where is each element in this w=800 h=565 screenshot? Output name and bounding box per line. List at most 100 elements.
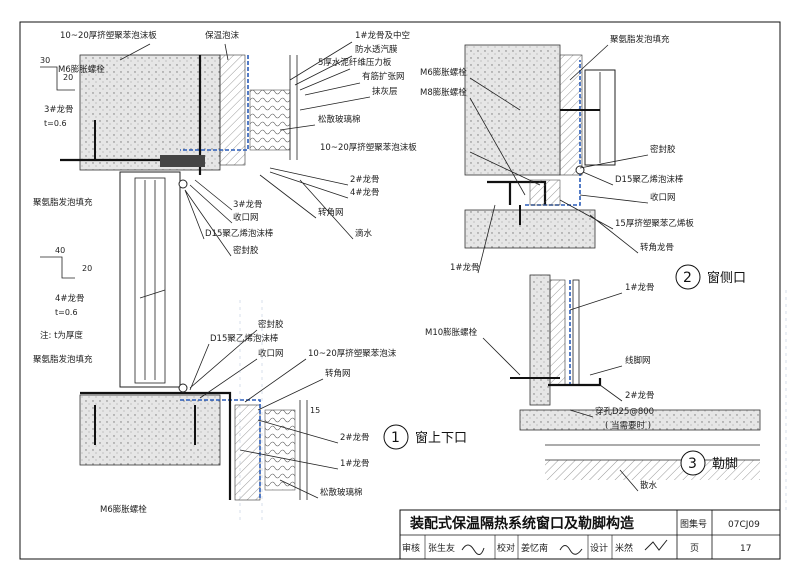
d1-rib-mesh: 有筋扩张网 — [362, 71, 405, 82]
keel-profile-sketches: 30 20 3#龙骨 t=0.6 40 20 4#龙骨 t=0.6 注: t为厚… — [33, 56, 147, 515]
d1-insul-foam: 保温泡沫 — [205, 30, 240, 41]
m6-bolt-label-a: M6膨胀螺栓 — [58, 64, 105, 75]
page-number: 17 — [740, 544, 751, 554]
keel3-label: 3#龙骨 — [44, 104, 74, 115]
d2-pe-rod-label: D15聚乙烯泡沫棒 — [615, 174, 684, 185]
d2-xps15: 15厚挤塑聚苯乙烯板 — [615, 218, 694, 229]
d1-glass-wool-b: 松散玻璃棉 — [320, 487, 363, 498]
d1-pe-rod: D15聚乙烯泡沫棒 — [205, 228, 274, 239]
d2-insulation — [559, 54, 583, 176]
d2-xps: 10~20厚挤塑聚苯泡沫板 — [320, 142, 417, 153]
d3-apron-label: 散水 — [640, 480, 658, 491]
d1-upper-wall — [79, 54, 221, 171]
designer-name: 米然 — [615, 542, 633, 554]
d3-board — [572, 279, 580, 386]
d3-m10: M10膨胀螺栓 — [425, 327, 478, 338]
atlas-number: 07CJ09 — [728, 520, 760, 530]
d1-pe-rod-bottom — [178, 383, 188, 393]
detail-3-plinth: 1#龙骨 M10膨胀螺栓 线脚网 2#龙骨 穿孔D25@800 ( 当需要时 )… — [425, 274, 761, 492]
keel4-dim-b: 20 — [82, 264, 92, 273]
d2-m6: M6膨胀螺栓 — [420, 67, 467, 78]
d1-lower-board — [299, 400, 308, 500]
d1-corner-net-b: 转角网 — [325, 368, 351, 379]
d2-wall — [464, 44, 561, 176]
d2-pu-fill: 聚氨脂发泡填充 — [610, 34, 670, 45]
d2-sealant: 密封胶 — [650, 144, 676, 155]
d3-ground — [545, 460, 760, 480]
callout-3-circle — [680, 450, 706, 476]
pu-fill-label-a: 聚氨脂发泡填充 — [33, 197, 93, 208]
keel3-thickness: t=0.6 — [44, 119, 67, 128]
detail-2-window-jamb: 聚氨脂发泡填充 M6膨胀螺栓 M8膨胀螺栓 密封胶 10~20厚挤塑聚苯泡沫板 … — [320, 34, 694, 274]
callout-2: 2 窗侧口 — [675, 264, 746, 290]
d1-lower-keel — [80, 391, 232, 500]
d2-finish-net: 收口网 — [650, 192, 676, 203]
d1-pe-rod-top — [178, 179, 188, 189]
d1-lower-insulation — [234, 404, 261, 501]
d1-plaster: 抹灰层 — [372, 86, 398, 97]
page-label: 页 — [690, 543, 699, 554]
m6-bolt-label-b: M6膨胀螺栓 — [100, 504, 147, 515]
d1-dim-mark: 15 — [310, 406, 320, 415]
d3-hole-note: ( 当需要时 ) — [605, 420, 651, 431]
d1-corner-net: 转角网 — [318, 207, 344, 218]
watermark-stripes — [239, 290, 787, 520]
d2-window-frame — [584, 69, 616, 166]
d1-upper-insulation — [219, 54, 246, 166]
title-block: 装配式保温隔热系统窗口及勒脚构造 图集号 07CJ09 审核 张生友 校对 姜忆… — [399, 509, 781, 560]
d1-finish-net-b: 收口网 — [258, 348, 284, 359]
keel4-dim-a: 40 — [55, 246, 65, 255]
sheet-title: 装配式保温隔热系统窗口及勒脚构造 — [409, 515, 634, 532]
callout-1-number: 1 — [391, 430, 400, 446]
reviewer-name: 张生友 — [428, 542, 455, 554]
keel4-label: 4#龙骨 — [55, 293, 85, 304]
d1-window-frame — [119, 171, 181, 388]
reviewer-signature — [461, 544, 485, 555]
atlas-label: 图集号 — [680, 518, 707, 530]
d1-lower-wall — [79, 394, 221, 466]
detail-1-window-head-sill — [60, 54, 308, 501]
pu-fill-label-b: 聚氨脂发泡填充 — [33, 354, 93, 365]
d2-xps-block — [529, 179, 561, 206]
title-block-frame — [399, 509, 781, 560]
design-label: 设计 — [590, 542, 608, 554]
callout-1-title: 窗上下口 — [415, 430, 467, 446]
d1-keel3: 3#龙骨 — [233, 199, 263, 210]
d1-upper-glasswool — [249, 89, 291, 151]
callout-1: 1 窗上下口 — [383, 424, 467, 450]
callout-3: 3 勒脚 — [680, 450, 738, 476]
detail-1-labels: 10~20厚挤塑聚苯泡沫板 保温泡沫 1#龙骨及中空 防水透汽膜 5厚水泥纤维压… — [60, 30, 410, 499]
d3-keel2: 2#龙骨 — [625, 390, 655, 401]
callout-2-title: 窗侧口 — [707, 270, 746, 286]
d2-lower-wall — [464, 209, 596, 249]
thickness-note: 注: t为厚度 — [40, 330, 83, 341]
d1-keel1-hollow: 1#龙骨及中空 — [355, 30, 410, 41]
d3-wall — [529, 274, 551, 406]
review-label: 审核 — [402, 542, 420, 554]
d1-upper-board — [289, 55, 298, 160]
callout-2-circle — [675, 264, 701, 290]
d1-head-bracket — [160, 155, 205, 167]
callout-2-number: 2 — [683, 270, 692, 286]
d1-sealant-b: 密封胶 — [258, 319, 284, 330]
checker-name: 姜忆南 — [521, 542, 548, 554]
keel4-thickness: t=0.6 — [55, 308, 78, 317]
check-label: 校对 — [497, 542, 515, 554]
d1-vapor: 防水透汽膜 — [355, 44, 398, 55]
d1-lower-glasswool — [264, 409, 296, 491]
keel3-dim-a: 30 — [40, 56, 50, 65]
d1-upper-membrane — [180, 55, 249, 151]
d1-drip: 滴水 — [355, 228, 373, 239]
d2-m8: M8膨胀螺栓 — [420, 87, 467, 98]
d1-window-sash — [134, 177, 166, 384]
d1-keel2: 2#龙骨 — [350, 174, 380, 185]
d1-xps-b: 10~20厚挤塑聚苯泡沫 — [308, 348, 397, 359]
d1-keel4: 4#龙骨 — [350, 187, 380, 198]
callout-3-title: 勒脚 — [712, 456, 738, 472]
d2-corner-keel: 转角龙骨 — [640, 242, 674, 253]
d2-keel1: 1#龙骨 — [450, 262, 480, 273]
d1-pe-rod-b: D15聚乙烯泡沫棒 — [210, 333, 279, 344]
d3-slab — [519, 409, 761, 431]
d1-xps-board: 10~20厚挤塑聚苯泡沫板 — [60, 30, 157, 41]
